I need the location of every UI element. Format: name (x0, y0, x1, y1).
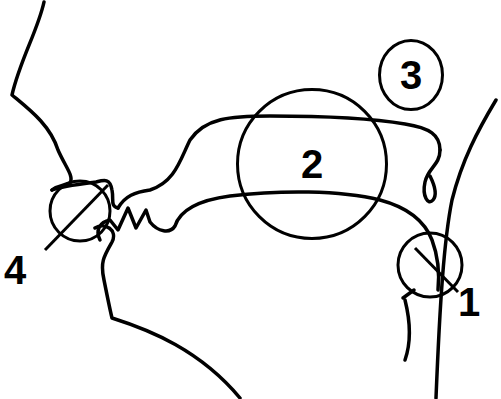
leader-line (415, 248, 458, 292)
leader-line (45, 185, 108, 250)
callout-number: 1 (458, 282, 480, 322)
tongue (98, 192, 439, 290)
callout-number: 3 (400, 55, 422, 95)
region-circle (398, 233, 462, 297)
region-circle (50, 181, 110, 241)
callout-number: 4 (4, 250, 26, 290)
callout-number: 2 (301, 144, 323, 184)
region-circle: 2 (236, 88, 388, 240)
pharynx-wall (436, 100, 496, 398)
velum (424, 150, 440, 202)
face-profile (12, 2, 71, 190)
region-circle: 3 (378, 39, 444, 111)
larynx-line (405, 300, 410, 360)
lower-jaw (95, 226, 240, 398)
palate (118, 116, 440, 208)
